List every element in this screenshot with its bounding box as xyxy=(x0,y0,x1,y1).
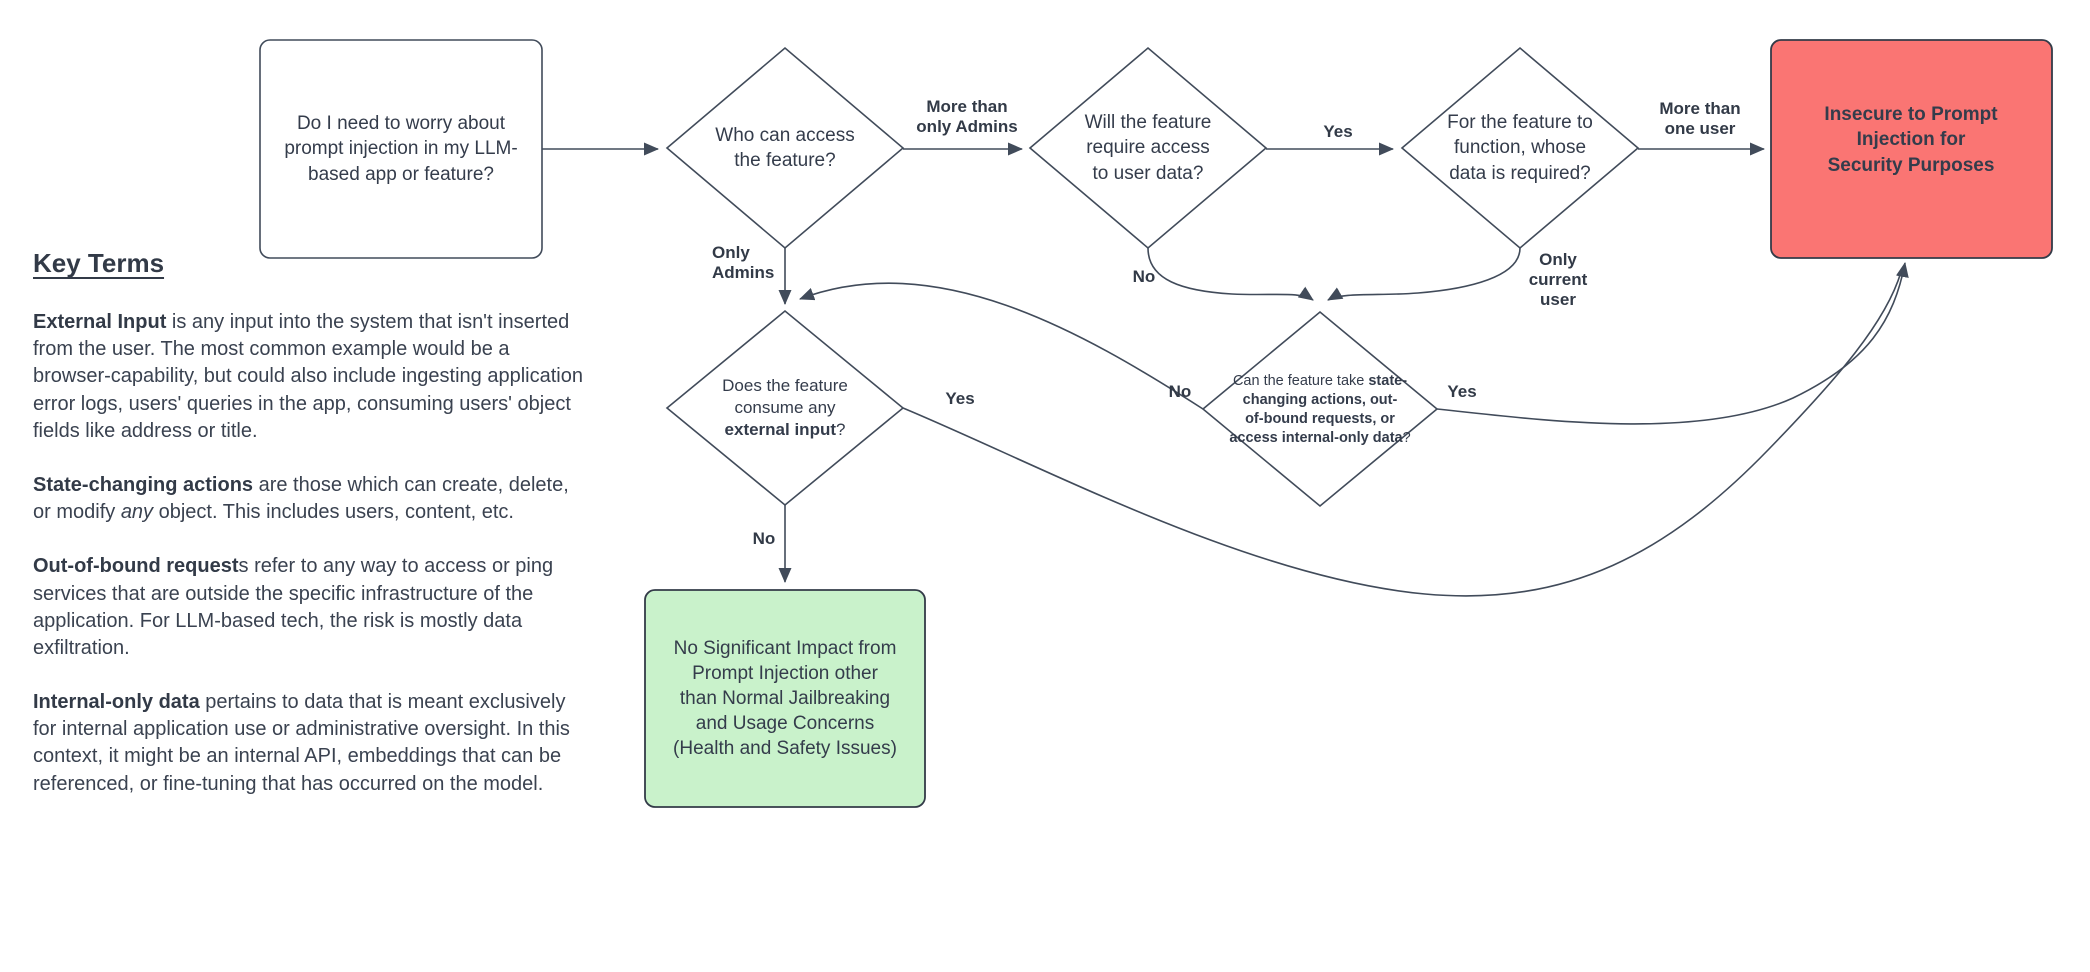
who-access-diamond-shape xyxy=(665,46,905,250)
term-state-changing-actions: State-changing actions are those which c… xyxy=(33,473,569,524)
whose-data-diamond-shape xyxy=(1400,46,1640,250)
term-external-input: External Input is any input into the sys… xyxy=(33,311,583,442)
state-changing-diamond-shape xyxy=(1201,310,1439,508)
external-input-diamond-text: Does the feature consume any external in… xyxy=(722,375,848,440)
edge-external-input-yes-to-insecure xyxy=(902,271,1902,597)
no-impact-node-shape xyxy=(644,589,926,808)
edge-state-changing-yes-to-insecure xyxy=(1436,262,1909,425)
edge-label-more-than-only-admins: More than only Admins xyxy=(916,97,1018,137)
edge-label-yes-state-changing: Yes xyxy=(1447,382,1477,401)
edge-label-only-admins: Only Admins xyxy=(712,243,775,283)
edge-label-yes-user-data: Yes xyxy=(1323,122,1353,141)
edge-whose-data-current-user-to-state-changing xyxy=(1327,247,1521,301)
edge-label-yes-external: Yes xyxy=(945,389,975,408)
edge-label-no-user-data: No xyxy=(1132,267,1156,286)
whose-data-diamond-text: For the feature to function, whose data … xyxy=(1447,112,1593,184)
require-data-diamond-text: Will the feature require access to user … xyxy=(1084,112,1212,184)
state-changing-diamond-text: Can the feature take state-changing acti… xyxy=(1229,373,1411,446)
start-node-text: Do I need to worry about prompt injectio… xyxy=(284,113,518,185)
insecure-node-shape xyxy=(1770,39,2053,259)
external-input-diamond-shape xyxy=(665,309,905,507)
edge-label-no-external: No xyxy=(752,529,776,548)
edge-label-no-state-changing: No xyxy=(1168,382,1192,401)
term-internal-only-data: Internal-only data pertains to data that… xyxy=(33,691,570,795)
edge-require-data-no-to-state-changing xyxy=(1147,247,1314,301)
term-out-of-bound-requests: Out-of-bound requests refer to any way t… xyxy=(33,555,554,659)
no-impact-node-text: No Significant Impact from Prompt Inject… xyxy=(673,637,897,760)
insecure-node-text: Insecure to Prompt Injection for Securit… xyxy=(1824,104,1998,176)
key-terms-section: Key Terms External Input is any input in… xyxy=(33,248,591,825)
who-access-diamond-text: Who can access the feature? xyxy=(715,124,855,171)
start-node-shape xyxy=(259,39,543,259)
edge-state-changing-no-to-external-input xyxy=(799,282,1204,410)
key-terms-heading: Key Terms xyxy=(33,248,165,278)
edge-label-only-current-user: Only current user xyxy=(1528,250,1588,310)
edge-label-more-than-one-user: More than one user xyxy=(1659,99,1741,139)
require-data-diamond-shape xyxy=(1028,46,1268,250)
